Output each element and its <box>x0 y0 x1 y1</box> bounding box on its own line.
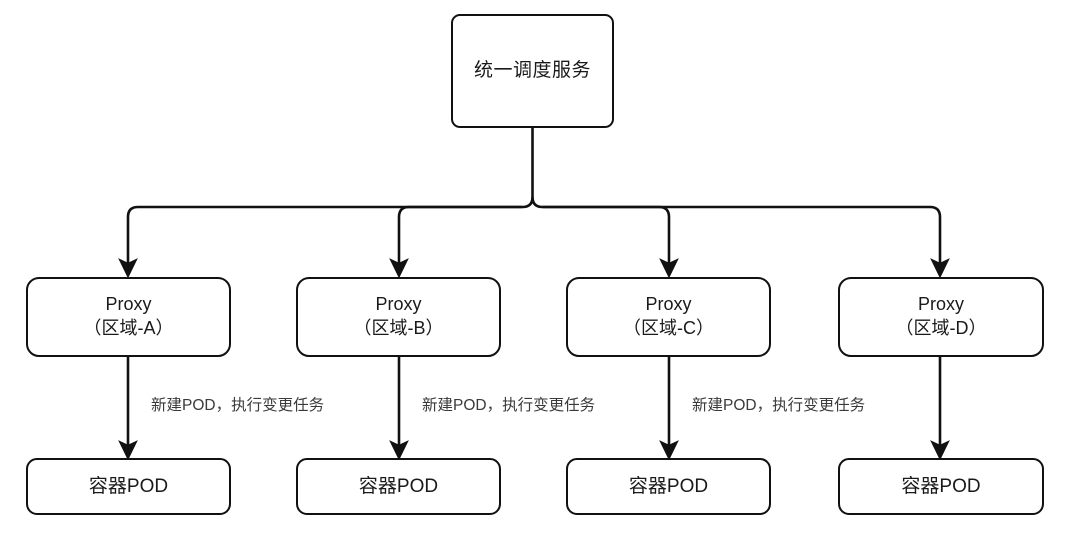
connector-root-to-proxy-b <box>389 205 523 279</box>
node-proxy-a-line2: （区域-A） <box>83 318 174 338</box>
node-pod-a-label: 容器POD <box>88 475 169 497</box>
node-scheduler-service-label: 统一调度服务 <box>473 60 591 82</box>
node-proxy-c[interactable]: Proxy （区域-C） <box>566 277 771 357</box>
node-proxy-d-line1: Proxy <box>917 294 964 315</box>
connector-root-to-proxy-a <box>118 205 523 279</box>
node-pod-d[interactable]: 容器POD <box>838 458 1044 515</box>
node-scheduler-service[interactable]: 统一调度服务 <box>451 14 614 128</box>
node-proxy-b[interactable]: Proxy （区域-B） <box>296 277 501 357</box>
node-pod-b[interactable]: 容器POD <box>296 458 501 515</box>
edge-label-proxy-a-to-pod-a: 新建POD，执行变更任务 <box>151 397 325 414</box>
node-proxy-c-line2: （区域-C） <box>623 318 714 338</box>
edge-label-proxy-b-to-pod-b: 新建POD，执行变更任务 <box>422 397 596 414</box>
node-pod-c[interactable]: 容器POD <box>566 458 771 515</box>
node-proxy-d-line2: （区域-D） <box>895 318 987 338</box>
connector-root-trunk-left <box>522 196 534 209</box>
node-pod-b-label: 容器POD <box>358 475 439 497</box>
node-proxy-d[interactable]: Proxy （区域-D） <box>838 277 1044 357</box>
node-proxy-a-line1: Proxy <box>105 294 152 315</box>
node-proxy-a[interactable]: Proxy （区域-A） <box>26 277 231 357</box>
node-pod-d-label: 容器POD <box>901 475 981 497</box>
node-proxy-b-line1: Proxy <box>375 294 422 315</box>
node-pod-c-label: 容器POD <box>628 475 709 497</box>
connector-root-to-proxy-c <box>542 205 679 279</box>
connector-root-trunk <box>531 128 543 209</box>
connector-root-to-proxy-d <box>542 205 950 279</box>
node-pod-a[interactable]: 容器POD <box>26 458 231 515</box>
edge-label-proxy-c-to-pod-c: 新建POD，执行变更任务 <box>692 397 866 414</box>
node-proxy-b-line2: （区域-B） <box>353 318 444 338</box>
node-proxy-c-line1: Proxy <box>645 294 692 315</box>
